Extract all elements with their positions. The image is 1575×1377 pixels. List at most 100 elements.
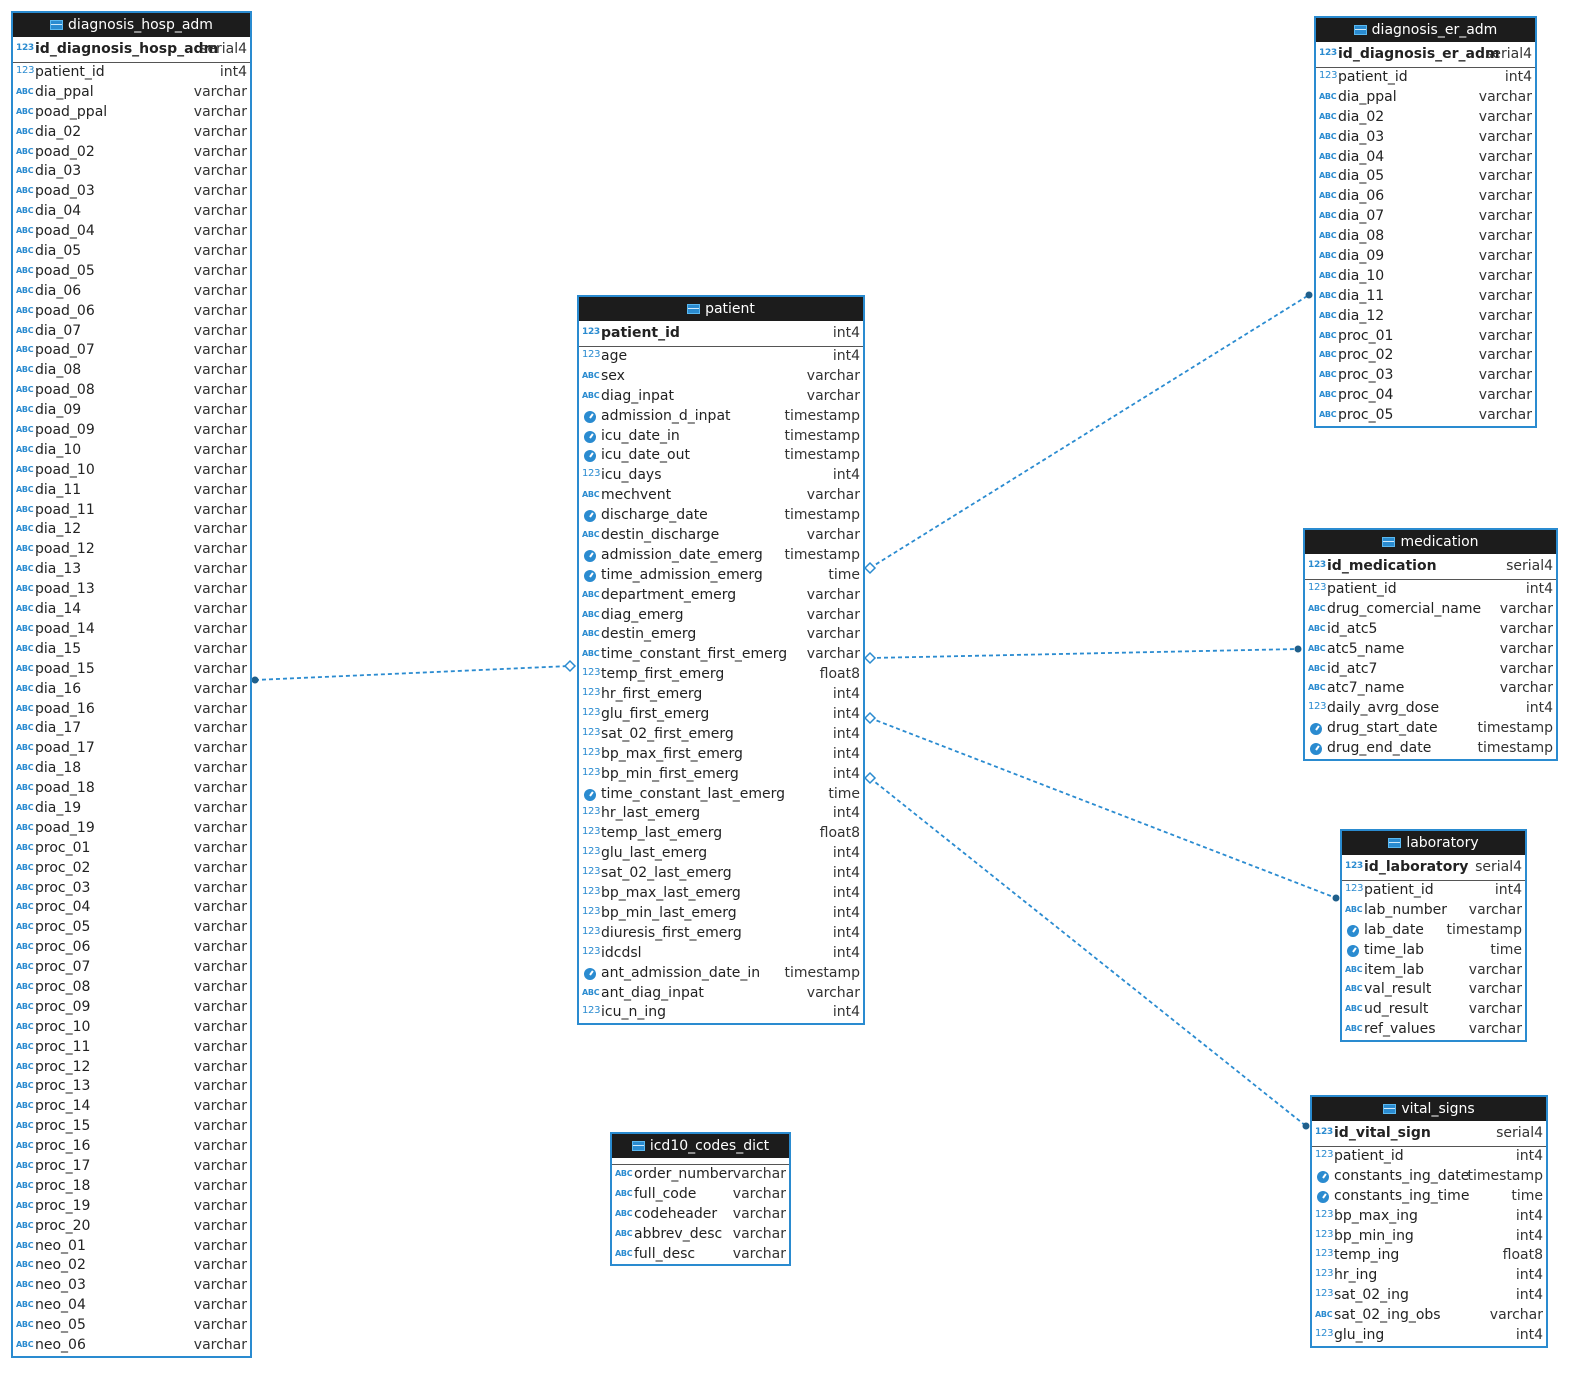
- relation-line-laboratory[interactable]: [869, 717, 1337, 899]
- relation-line-diagnosis_hosp_adm[interactable]: [254, 665, 571, 681]
